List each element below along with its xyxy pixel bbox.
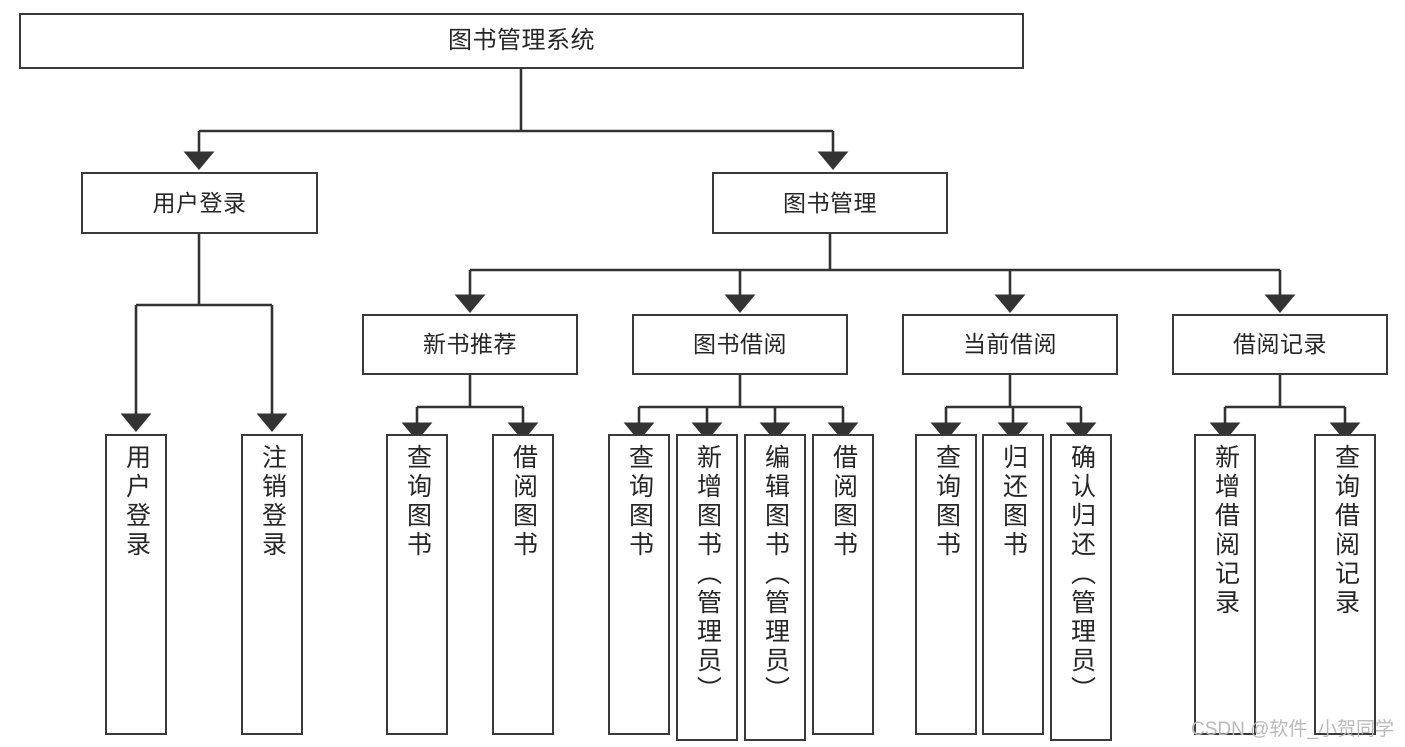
node-label: 归还图书 bbox=[999, 444, 1028, 560]
csdn-watermark: CSDN @软件_小贺同学 bbox=[1191, 719, 1394, 740]
node-label: 新增借阅记录 bbox=[1211, 444, 1240, 618]
node-leaf-query-book-recommend[interactable]: 查询图书 bbox=[386, 434, 448, 735]
node-label: 图书借阅 bbox=[693, 331, 787, 358]
node-leaf-user-logout[interactable]: 注销登录 bbox=[241, 434, 303, 735]
node-label: 借阅图书 bbox=[509, 444, 538, 560]
node-leaf-borrow-book-recommend[interactable]: 借阅图书 bbox=[492, 434, 554, 735]
node-label: 注销登录 bbox=[258, 444, 287, 560]
node-book-management[interactable]: 图书管理 bbox=[712, 172, 948, 234]
node-label: 确认归还（管理员） bbox=[1067, 444, 1096, 705]
node-current-borrow[interactable]: 当前借阅 bbox=[902, 314, 1118, 375]
node-leaf-query-borrow-record[interactable]: 查询借阅记录 bbox=[1314, 434, 1376, 735]
node-borrow-record[interactable]: 借阅记录 bbox=[1172, 314, 1388, 375]
node-root-book-management-system[interactable]: 图书管理系统 bbox=[19, 13, 1024, 69]
node-label: 查询图书 bbox=[625, 444, 654, 560]
node-label: 用户登录 bbox=[122, 444, 151, 560]
node-label: 用户登录 bbox=[152, 189, 247, 216]
node-leaf-edit-book-admin[interactable]: 编辑图书（管理员） bbox=[744, 434, 806, 741]
node-leaf-return-book[interactable]: 归还图书 bbox=[982, 434, 1044, 735]
node-label: 编辑图书（管理员） bbox=[761, 444, 790, 705]
node-label: 查询借阅记录 bbox=[1331, 444, 1360, 618]
node-label: 新书推荐 bbox=[423, 331, 517, 358]
node-label: 查询图书 bbox=[932, 444, 961, 560]
node-leaf-query-book-current[interactable]: 查询图书 bbox=[915, 434, 977, 735]
node-leaf-add-borrow-record[interactable]: 新增借阅记录 bbox=[1194, 434, 1256, 735]
node-leaf-query-book-borrow[interactable]: 查询图书 bbox=[608, 434, 670, 735]
node-new-book-recommend[interactable]: 新书推荐 bbox=[362, 314, 578, 375]
node-label: 新增图书（管理员） bbox=[693, 444, 722, 705]
node-label: 借阅记录 bbox=[1233, 331, 1327, 358]
node-label: 查询图书 bbox=[403, 444, 432, 560]
node-label: 借阅图书 bbox=[829, 444, 858, 560]
node-user-login[interactable]: 用户登录 bbox=[81, 172, 318, 234]
node-label: 当前借阅 bbox=[963, 331, 1057, 358]
node-label: 图书管理 bbox=[783, 189, 877, 216]
node-leaf-confirm-return-admin[interactable]: 确认归还（管理员） bbox=[1050, 434, 1112, 741]
node-leaf-user-login[interactable]: 用户登录 bbox=[105, 434, 167, 735]
node-leaf-add-book-admin[interactable]: 新增图书（管理员） bbox=[676, 434, 738, 741]
node-book-borrow[interactable]: 图书借阅 bbox=[632, 314, 848, 375]
node-label: 图书管理系统 bbox=[448, 27, 595, 55]
node-leaf-borrow-book-borrow[interactable]: 借阅图书 bbox=[812, 434, 874, 735]
